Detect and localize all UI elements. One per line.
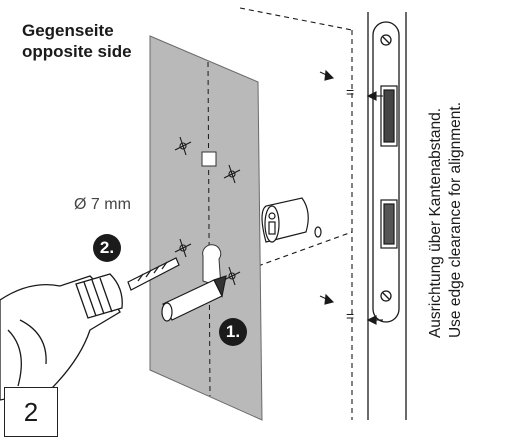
- lock-cylinder: [261, 197, 322, 243]
- step-badge-mark: 1.: [219, 318, 247, 346]
- alignment-arrow-top: [319, 69, 383, 101]
- opposite-side-label-de: Gegenseite: [22, 21, 114, 40]
- alignment-note-de: Ausrichtung über Kantenabstand.: [427, 107, 444, 339]
- keyhole-cutout: [202, 244, 222, 288]
- power-drill: [0, 273, 123, 401]
- equal-mark-bottom: =: [346, 308, 354, 324]
- crosshair-marks: [174, 136, 241, 286]
- equal-mark-top: =: [346, 84, 354, 100]
- pencil: [161, 275, 227, 322]
- step-number-box: 2: [4, 387, 58, 437]
- dashed-door-outline: [239, 7, 353, 420]
- square-marker: [201, 151, 217, 167]
- drilling-template: [149, 35, 263, 421]
- opposite-side-label-en: opposite side: [22, 42, 132, 61]
- latch-bolt: [380, 85, 398, 147]
- drill-bit: [127, 257, 180, 291]
- alignment-note-en: Use edge clearance for alignment.: [447, 101, 464, 339]
- drill-diameter-label: Ø 7 mm: [74, 196, 131, 213]
- alignment-arrow-bottom: [319, 293, 383, 325]
- dead-bolt: [380, 199, 398, 249]
- step-badge-drill: 2.: [93, 234, 121, 262]
- template-centerline: [207, 61, 211, 397]
